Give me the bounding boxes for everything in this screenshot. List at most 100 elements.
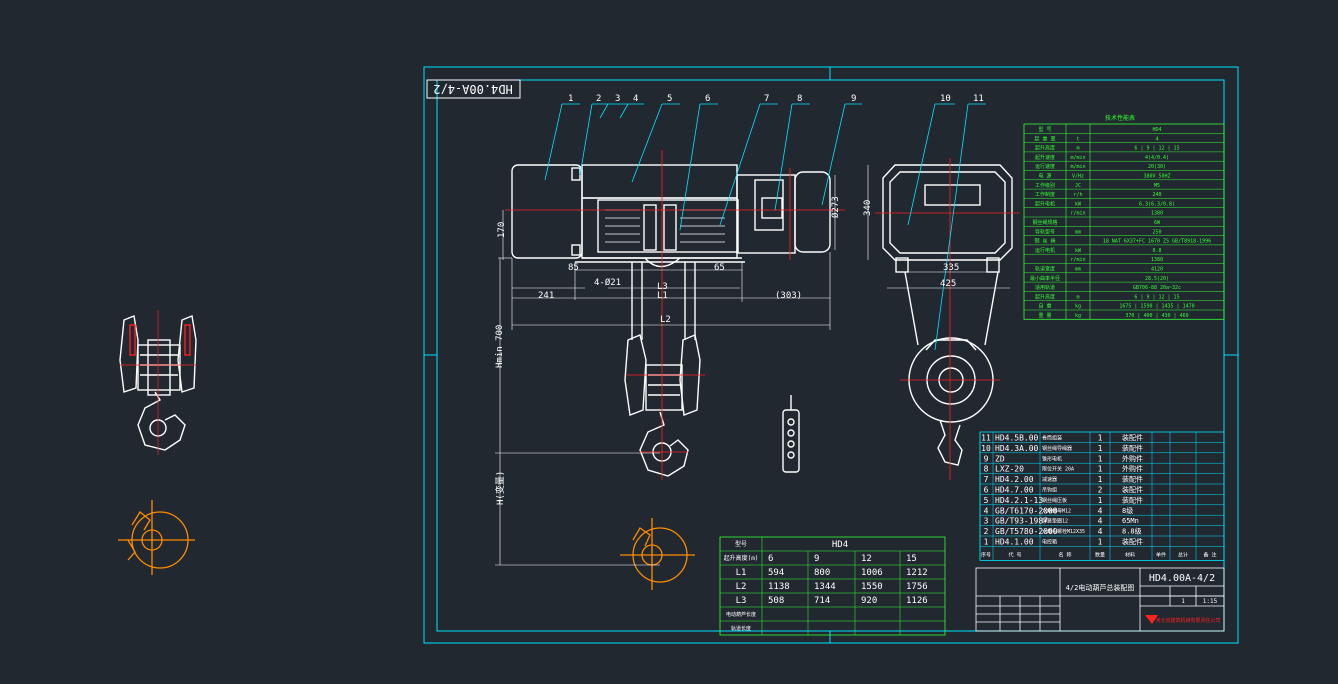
balloon-8: 8 xyxy=(797,94,802,104)
spec-row-value: 6.3(6.3/0.8) xyxy=(1139,201,1175,207)
spec-row-label: 工作级别 xyxy=(1035,182,1055,189)
spec-row-unit: kg xyxy=(1075,304,1081,310)
front-hook-section xyxy=(620,518,695,590)
dim-241: 241 xyxy=(538,291,554,301)
spec-row-label: 起升速度 xyxy=(1035,154,1055,161)
parts-row-qty: 2 xyxy=(1098,486,1103,495)
parts-row-code: ZD xyxy=(995,454,1005,463)
length-table-footer: 轨道长度 xyxy=(731,625,751,632)
spec-row-unit: m xyxy=(1076,294,1079,300)
parts-row-qty: 4 xyxy=(1098,506,1103,515)
spec-row-value: 1380 xyxy=(1151,257,1163,263)
spec-row-value: M5 xyxy=(1154,183,1160,189)
spec-row-value: 380V 50HZ xyxy=(1143,174,1170,180)
spec-row-label: 钢丝绳规格 xyxy=(1032,219,1057,226)
spec-row-unit: kg xyxy=(1075,313,1081,319)
spec-row-label: 适用轨道 xyxy=(1035,284,1055,291)
balloon-numbers: 1 2 3 4 5 6 7 8 9 10 11 xyxy=(568,94,984,104)
parts-row-qty: 1 xyxy=(1098,538,1103,547)
parts-row-code: HD4.2.00 xyxy=(995,475,1034,484)
length-table-cell: 508 xyxy=(768,596,784,606)
parts-table-header-cell: 代 号 xyxy=(1008,551,1021,558)
balloon-9: 9 xyxy=(851,94,856,104)
parts-row-no: 1 xyxy=(984,538,989,547)
balloon-10: 10 xyxy=(940,94,951,104)
dim-L3: L3 xyxy=(657,282,668,292)
spec-row-label: 最小曲率半径 xyxy=(1030,275,1060,282)
dim-303: (303) xyxy=(775,291,802,301)
spec-row-value: 18 NAT 6X37+FC 1670 ZS GB/T8918-1996 xyxy=(1103,239,1211,245)
hook-block-detail-view xyxy=(119,310,197,455)
parts-table-header-cell: 数量 xyxy=(1095,551,1105,558)
parts-row-no: 6 xyxy=(984,486,989,495)
parts-row-qty: 1 xyxy=(1098,444,1103,453)
parts-row-qty: 4 xyxy=(1098,527,1103,536)
spec-row-unit: kW xyxy=(1075,248,1082,254)
side-centerlines xyxy=(875,158,1020,480)
parts-row-no: 3 xyxy=(984,517,989,526)
spec-row-label: 起 重 量 xyxy=(1034,135,1055,142)
length-table-lift-value: 6 xyxy=(768,554,773,564)
parts-row-name: 限位开关 20A xyxy=(1042,466,1074,473)
front-centerlines xyxy=(505,150,845,480)
spec-row-label: 重 量 xyxy=(1038,312,1051,319)
dim-L2: L2 xyxy=(660,315,671,325)
spec-row-value: 6 | 9 | 12 | 15 xyxy=(1134,146,1179,152)
parts-row-code: HD4.3A.00 xyxy=(995,444,1039,453)
parts-row-name: 减速器 xyxy=(1042,476,1057,483)
hook-section-detail xyxy=(118,500,195,575)
parts-row-material: 装配件 xyxy=(1122,537,1143,546)
parts-row-code: GB/T5780-2000 xyxy=(995,527,1058,536)
dim-340: 340 xyxy=(863,200,873,216)
dim-hvar: H(变量) xyxy=(494,471,506,505)
spec-row-unit: m xyxy=(1076,146,1079,152)
title-block-name: 4/2电动葫芦总装配图 xyxy=(1066,583,1135,592)
spec-row-unit: t xyxy=(1076,136,1079,142)
parts-table-header-cell: 名 称 xyxy=(1058,551,1071,558)
length-table-row-label: L3 xyxy=(736,596,747,606)
parts-row-material: 8.8级 xyxy=(1122,527,1142,536)
spec-row-label: 起升电机 xyxy=(1035,200,1055,207)
drawing-code-stamp-text: HD4.00A-4/2 xyxy=(433,82,512,96)
spec-row-unit: r/min xyxy=(1070,257,1085,263)
parts-table-header-cell: 备 注 xyxy=(1203,551,1216,558)
spec-row-unit: r/min xyxy=(1070,211,1085,217)
spec-row-unit: m/min xyxy=(1070,155,1085,161)
balloon-7: 7 xyxy=(764,94,769,104)
title-block-text: HD4.00A-4/2 4/2电动葫芦总装配图 1:15 1 河北省建筑机械有限… xyxy=(1066,573,1221,624)
length-table-row-label: L2 xyxy=(736,582,747,592)
spec-row-label: 电 源 xyxy=(1038,173,1051,180)
spec-row-label: 起升高度 xyxy=(1035,293,1055,300)
parts-row-no: 5 xyxy=(984,496,989,505)
dim-170: 170 xyxy=(497,222,507,238)
parts-row-material: 装配件 xyxy=(1122,485,1143,494)
spec-table-title: 技术性能表 xyxy=(1105,114,1135,122)
parts-row-name: 六角头螺栓M12X35 xyxy=(1042,528,1085,535)
dim-hmin: Hmin 700 xyxy=(495,325,505,368)
parts-row-qty: 1 xyxy=(1098,475,1103,484)
title-block xyxy=(975,567,1225,632)
length-table-lift-value: 12 xyxy=(861,554,872,564)
dim-335: 335 xyxy=(943,263,959,273)
drawing-frame xyxy=(423,66,1239,644)
spec-row-value: 20(30) xyxy=(1148,164,1166,170)
parts-row-no: 7 xyxy=(984,475,989,484)
dim-425: 425 xyxy=(940,279,956,289)
parts-row-material: 装配件 xyxy=(1122,495,1143,504)
title-block-sheet: 1 xyxy=(1181,598,1185,605)
dim-85: 85 xyxy=(568,263,579,273)
spec-row-unit: kW xyxy=(1075,201,1082,207)
parts-row-no: 2 xyxy=(984,527,989,536)
parts-row-name: 六角螺母M12 xyxy=(1042,507,1071,514)
balloon-6: 6 xyxy=(705,94,710,104)
spec-row-unit: V/Hz xyxy=(1072,174,1084,180)
spec-row-value: GB706-88 20a~32c xyxy=(1133,285,1181,291)
parts-row-code: GB/T93-1987 xyxy=(995,517,1048,526)
parts-row-material: 外购件 xyxy=(1122,464,1143,473)
spec-row-value: 6 | 9 | 12 | 15 xyxy=(1134,294,1179,300)
parts-row-name: 电控箱 xyxy=(1042,539,1057,546)
spec-row-label: 运行速度 xyxy=(1035,163,1055,170)
length-table-cell: 800 xyxy=(814,568,830,578)
parts-table-header-cell: 序号 xyxy=(981,551,991,558)
